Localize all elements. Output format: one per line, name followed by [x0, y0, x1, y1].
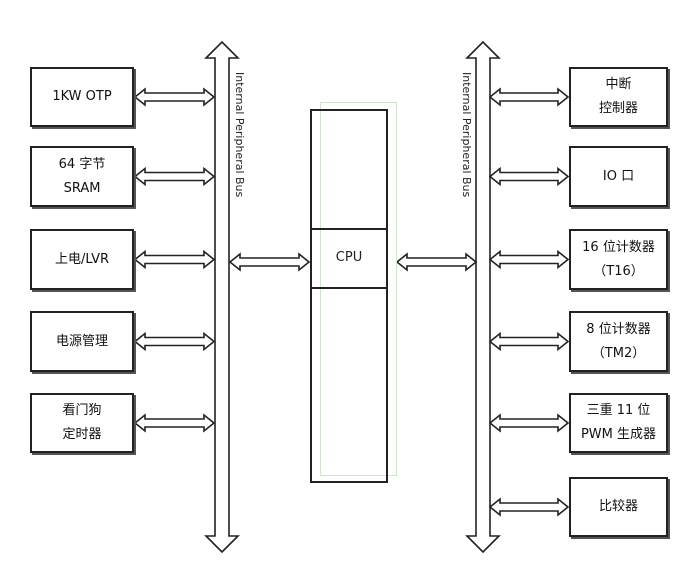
block-label-line: 看门狗 — [62, 403, 102, 418]
cpu-block — [310, 109, 388, 483]
left-block-0: 1KW OTP — [30, 67, 134, 127]
right-block-0: 中断控制器 — [569, 67, 668, 127]
right-bus-label: Internal Peripheral Bus — [460, 72, 473, 198]
block-label-line: 中断 — [605, 77, 632, 92]
cpu-label: CPU — [335, 250, 363, 265]
right-bus-arrow — [465, 40, 501, 554]
block-label-line: 上电/LVR — [54, 251, 110, 267]
block-label-line: （TM2） — [591, 345, 646, 361]
left-link-arrow-4 — [133, 413, 216, 433]
right-link-arrow-0 — [488, 87, 570, 107]
right-block-5: 比较器 — [569, 477, 668, 537]
cpu-divider-top — [310, 228, 388, 230]
block-label-line: 定时器 — [62, 427, 102, 442]
left-link-arrow-3 — [133, 331, 216, 352]
left-block-3: 电源管理 — [30, 311, 134, 372]
block-label-line: PWM 生成器 — [580, 427, 657, 442]
left-block-4: 看门狗定时器 — [30, 393, 134, 453]
block-label-line: 三重 11 位 — [586, 403, 651, 418]
right-link-arrow-5 — [488, 497, 570, 517]
block-label-line: 8 位计数器 — [586, 321, 651, 337]
right-block-4: 三重 11 位 PWM 生成器 — [569, 393, 668, 453]
left-link-arrow-2 — [133, 249, 216, 270]
block-label-line: 比较器 — [598, 499, 638, 514]
right-link-arrow-1 — [488, 166, 570, 187]
block-label-line: 电源管理 — [55, 333, 108, 349]
cpu-right-bus-arrow — [395, 252, 478, 272]
cpu-left-bus-arrow — [228, 252, 311, 272]
block-label-line: 16 位计数器 — [582, 239, 655, 255]
right-block-2: 16 位计数器 （T16） — [569, 229, 668, 290]
block-label-line: 64 字节 — [58, 156, 106, 172]
right-link-arrow-4 — [488, 413, 570, 433]
block-label-line: （T16） — [593, 263, 644, 279]
block-label-line: IO 口 — [602, 168, 635, 184]
right-block-3: 8 位计数器 （TM2） — [569, 311, 668, 372]
cpu-divider-bottom — [310, 287, 388, 289]
block-label-line: SRAM — [63, 180, 101, 196]
left-block-1: 64 字节 SRAM — [30, 146, 134, 207]
left-link-arrow-1 — [133, 166, 216, 187]
right-link-arrow-3 — [488, 331, 570, 352]
left-bus-arrow — [204, 40, 240, 554]
block-label-line: 1KW OTP — [52, 89, 112, 104]
left-bus-label: Internal Peripheral Bus — [233, 72, 246, 198]
cpu-outline — [320, 102, 397, 476]
left-block-2: 上电/LVR — [30, 229, 134, 290]
right-link-arrow-2 — [488, 249, 570, 270]
right-block-1: IO 口 — [569, 146, 668, 207]
left-link-arrow-0 — [133, 87, 216, 107]
block-label-line: 控制器 — [598, 101, 638, 116]
